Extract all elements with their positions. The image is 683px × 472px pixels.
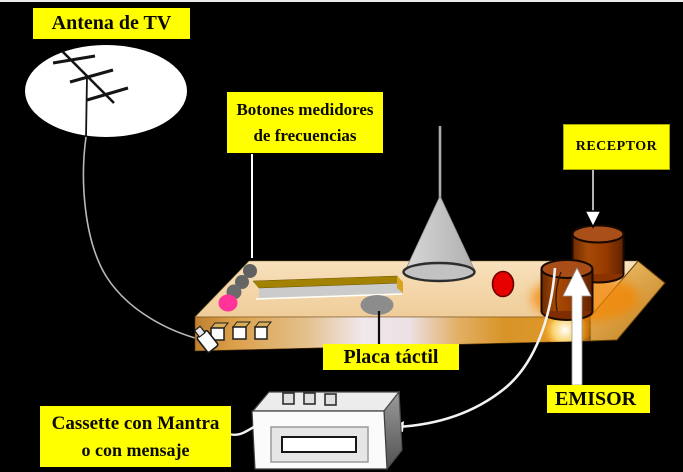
label-line: o con mensaje <box>81 439 190 460</box>
frequency-buttons <box>218 264 257 312</box>
label-line: de frecuencias <box>253 125 357 145</box>
label-line: Cassette con Mantra <box>51 412 220 434</box>
antenna-wire <box>82 136 196 339</box>
cassette-key <box>282 392 295 405</box>
label-cassette-con-mantra: Cassette con Mantra o con mensaje <box>40 406 231 467</box>
label-emisor: EMISOR <box>547 385 650 413</box>
red-button <box>491 270 515 298</box>
receptor-arrow <box>583 170 603 229</box>
slider-slot <box>252 275 404 300</box>
top-border-line <box>0 0 683 2</box>
gray-button <box>235 275 249 289</box>
cassette-slot <box>281 436 357 453</box>
front-connectors <box>209 321 273 341</box>
label-placa-tactil: Placa táctil <box>323 344 459 370</box>
cone-funnel <box>402 126 476 283</box>
tv-antenna-icon <box>25 45 187 139</box>
antenna-plug <box>193 325 219 353</box>
cassette-left-wire <box>228 425 255 436</box>
label-antena-de-tv: Antena de TV <box>33 8 190 39</box>
pink-button <box>218 294 238 312</box>
cassette-key <box>303 392 316 405</box>
touch-plate <box>360 295 394 315</box>
cassette-player <box>228 390 403 471</box>
gray-button <box>243 264 257 278</box>
cassette-key <box>324 393 337 406</box>
label-botones-medidores: Botones medidores de frecuencias <box>227 92 383 153</box>
label-receptor: RECEPTOR <box>563 124 670 170</box>
label-line: Botones medidores <box>236 99 374 119</box>
